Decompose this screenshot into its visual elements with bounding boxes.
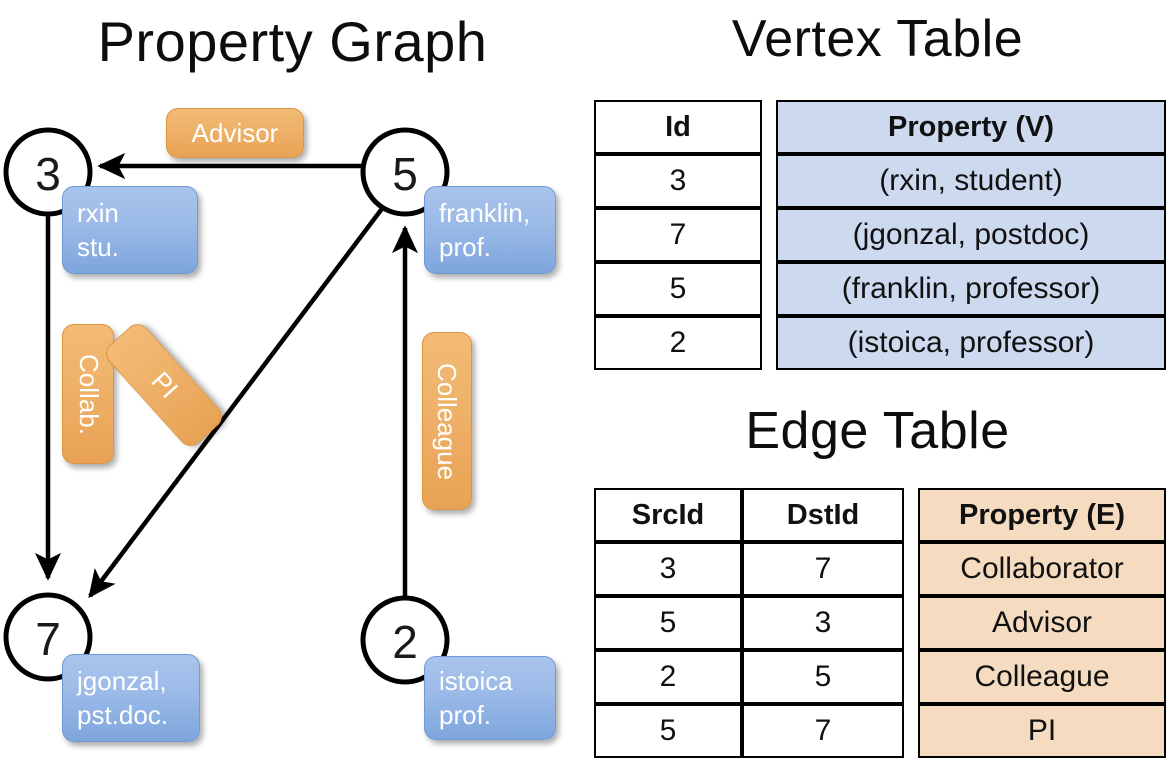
vertex-table: Id Property (V) 3 (rxin, student) 7 (jgo… [594,100,1166,370]
edge-header-dstid: DstId [742,488,904,542]
vertex-table-column-gap [762,100,776,154]
edge-cell-property: Advisor [918,596,1166,650]
jgonzal-line-1: jgonzal, [77,666,167,696]
vertex-cell-id: 3 [594,154,762,208]
rxin-line-2: stu. [77,232,119,262]
table-row[interactable]: 2 5 Colleague [594,650,1166,704]
table-row[interactable]: 3 7 Collaborator [594,542,1166,596]
edge-cell-dst: 5 [742,650,904,704]
vertex-table-header-row: Id Property (V) [594,100,1166,154]
edge-table-column-gap [904,650,918,704]
vertex-cell-property: (rxin, student) [776,154,1166,208]
edge-table-column-gap [904,542,918,596]
edge-cell-property: Colleague [918,650,1166,704]
edge-table-column-gap [904,704,918,758]
jgonzal-line-2: pst.doc. [77,700,169,730]
node-label-3: 3 [35,148,61,200]
edge-cell-src: 2 [594,650,742,704]
node-label-7: 7 [35,613,61,665]
edge-cell-src: 5 [594,704,742,758]
advisor-edge-label[interactable]: Advisor [166,108,304,158]
property-graph-canvas: 3 5 7 2 [3,127,450,685]
property-graph-title: Property Graph [97,10,488,73]
franklin-line-2: prof. [439,232,492,262]
edge-cell-src: 3 [594,542,742,596]
franklin-line-1: franklin, [439,198,531,228]
rxin-property-box[interactable]: rxin stu. [62,186,198,274]
rxin-line-1: rxin [77,198,119,228]
edge-table-title: Edge Table [745,402,1010,460]
node-label-5: 5 [392,148,418,200]
istoica-line-2: prof. [439,700,492,730]
vertex-cell-id: 2 [594,316,762,370]
edge-table: SrcId DstId Property (E) 3 7 Collaborato… [594,488,1166,758]
edge-table-header-row: SrcId DstId Property (E) [594,488,1166,542]
colleague-edge-label[interactable]: Colleague [422,332,472,510]
table-row[interactable]: 2 (istoica, professor) [594,316,1166,370]
edge-header-srcid: SrcId [594,488,742,542]
vertex-table-column-gap [762,262,776,316]
edge-cell-dst: 3 [742,596,904,650]
edge-cell-property: Collaborator [918,542,1166,596]
table-row[interactable]: 3 (rxin, student) [594,154,1166,208]
vertex-table-title: Vertex Table [731,10,1024,68]
vertex-table-column-gap [762,208,776,262]
edge-table-column-gap [904,488,918,542]
vertex-cell-id: 7 [594,208,762,262]
edge-table-column-gap [904,596,918,650]
collab-edge-label-text: Collab. [73,353,104,435]
table-row[interactable]: 7 (jgonzal, postdoc) [594,208,1166,262]
jgonzal-property-box[interactable]: jgonzal, pst.doc. [62,654,200,742]
vertex-header-property: Property (V) [776,100,1166,154]
edge-header-property: Property (E) [918,488,1166,542]
edge-cell-dst: 7 [742,704,904,758]
istoica-property-box[interactable]: istoica prof. [424,656,556,740]
pi-edge-label-text: PI [144,365,184,404]
node-label-2: 2 [392,616,418,668]
vertex-table-column-gap [762,316,776,370]
franklin-property-box[interactable]: franklin, prof. [424,186,556,274]
vertex-cell-property: (jgonzal, postdoc) [776,208,1166,262]
vertex-cell-property: (istoica, professor) [776,316,1166,370]
advisor-edge-label-text: Advisor [191,117,279,148]
vertex-cell-property: (franklin, professor) [776,262,1166,316]
istoica-line-1: istoica [439,666,513,696]
edge-cell-src: 5 [594,596,742,650]
edge-cell-dst: 7 [742,542,904,596]
edge-cell-property: PI [918,704,1166,758]
collab-edge-label[interactable]: Collab. [62,324,114,464]
vertex-header-id: Id [594,100,762,154]
table-row[interactable]: 5 7 PI [594,704,1166,758]
colleague-edge-label-text: Colleague [432,362,463,480]
edge-5-to-7 [88,204,386,599]
vertex-table-column-gap [762,154,776,208]
vertex-cell-id: 5 [594,262,762,316]
table-row[interactable]: 5 3 Advisor [594,596,1166,650]
table-row[interactable]: 5 (franklin, professor) [594,262,1166,316]
